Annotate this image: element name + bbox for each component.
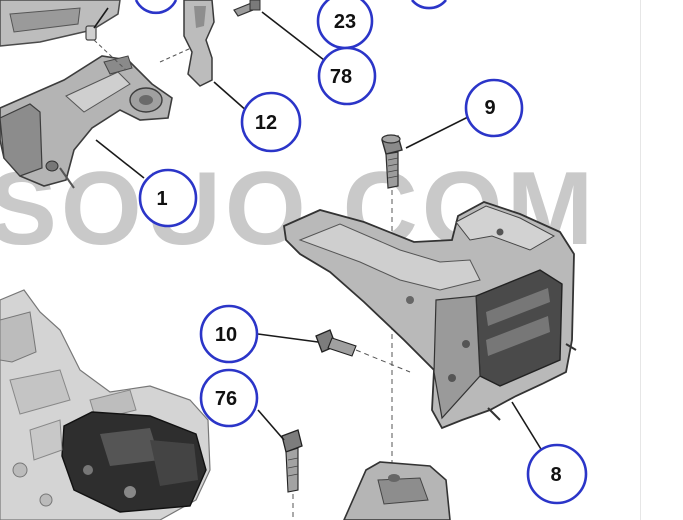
callout-12: 12	[240, 91, 302, 153]
part-76-bolt	[281, 429, 303, 493]
callout-78: 78	[317, 46, 377, 106]
callout-partial-top-right	[410, 0, 448, 10]
upper-left-engine-fragment	[0, 0, 121, 47]
part-12-hook-bracket	[183, 0, 215, 87]
callout-partial-top-left	[134, 0, 178, 15]
leader-lines	[93, 0, 545, 455]
part-10-bolt	[315, 329, 357, 357]
callout-76: 76	[199, 368, 259, 428]
part-1-gearbox-mount	[0, 55, 173, 189]
callout-10-label: 10	[215, 324, 237, 346]
callout-9-label: 9	[484, 97, 495, 119]
engine-block-fragment	[0, 289, 211, 520]
callout-10: 10	[199, 304, 259, 364]
right-margin-panel	[640, 0, 683, 520]
lower-mount-base	[343, 461, 451, 520]
callout-1: 1	[138, 168, 198, 228]
part-9-bolt	[381, 134, 403, 189]
part-78-small-bolt	[233, 0, 261, 17]
part-8-engine-mount-bracket	[283, 201, 577, 430]
callout-78-label: 78	[330, 66, 352, 88]
callouts: 23 78 12 9 1 10 76 8	[134, 0, 588, 505]
callout-8: 8	[526, 443, 588, 505]
callout-1-label: 1	[156, 188, 167, 210]
spacer-sleeve	[85, 25, 97, 41]
callout-23-label: 23	[334, 11, 356, 33]
callout-9: 9	[464, 78, 524, 138]
callout-23: 23	[316, 0, 374, 50]
callout-76-label: 76	[215, 388, 237, 410]
callout-12-label: 12	[255, 112, 277, 134]
callout-8-label: 8	[550, 464, 561, 486]
